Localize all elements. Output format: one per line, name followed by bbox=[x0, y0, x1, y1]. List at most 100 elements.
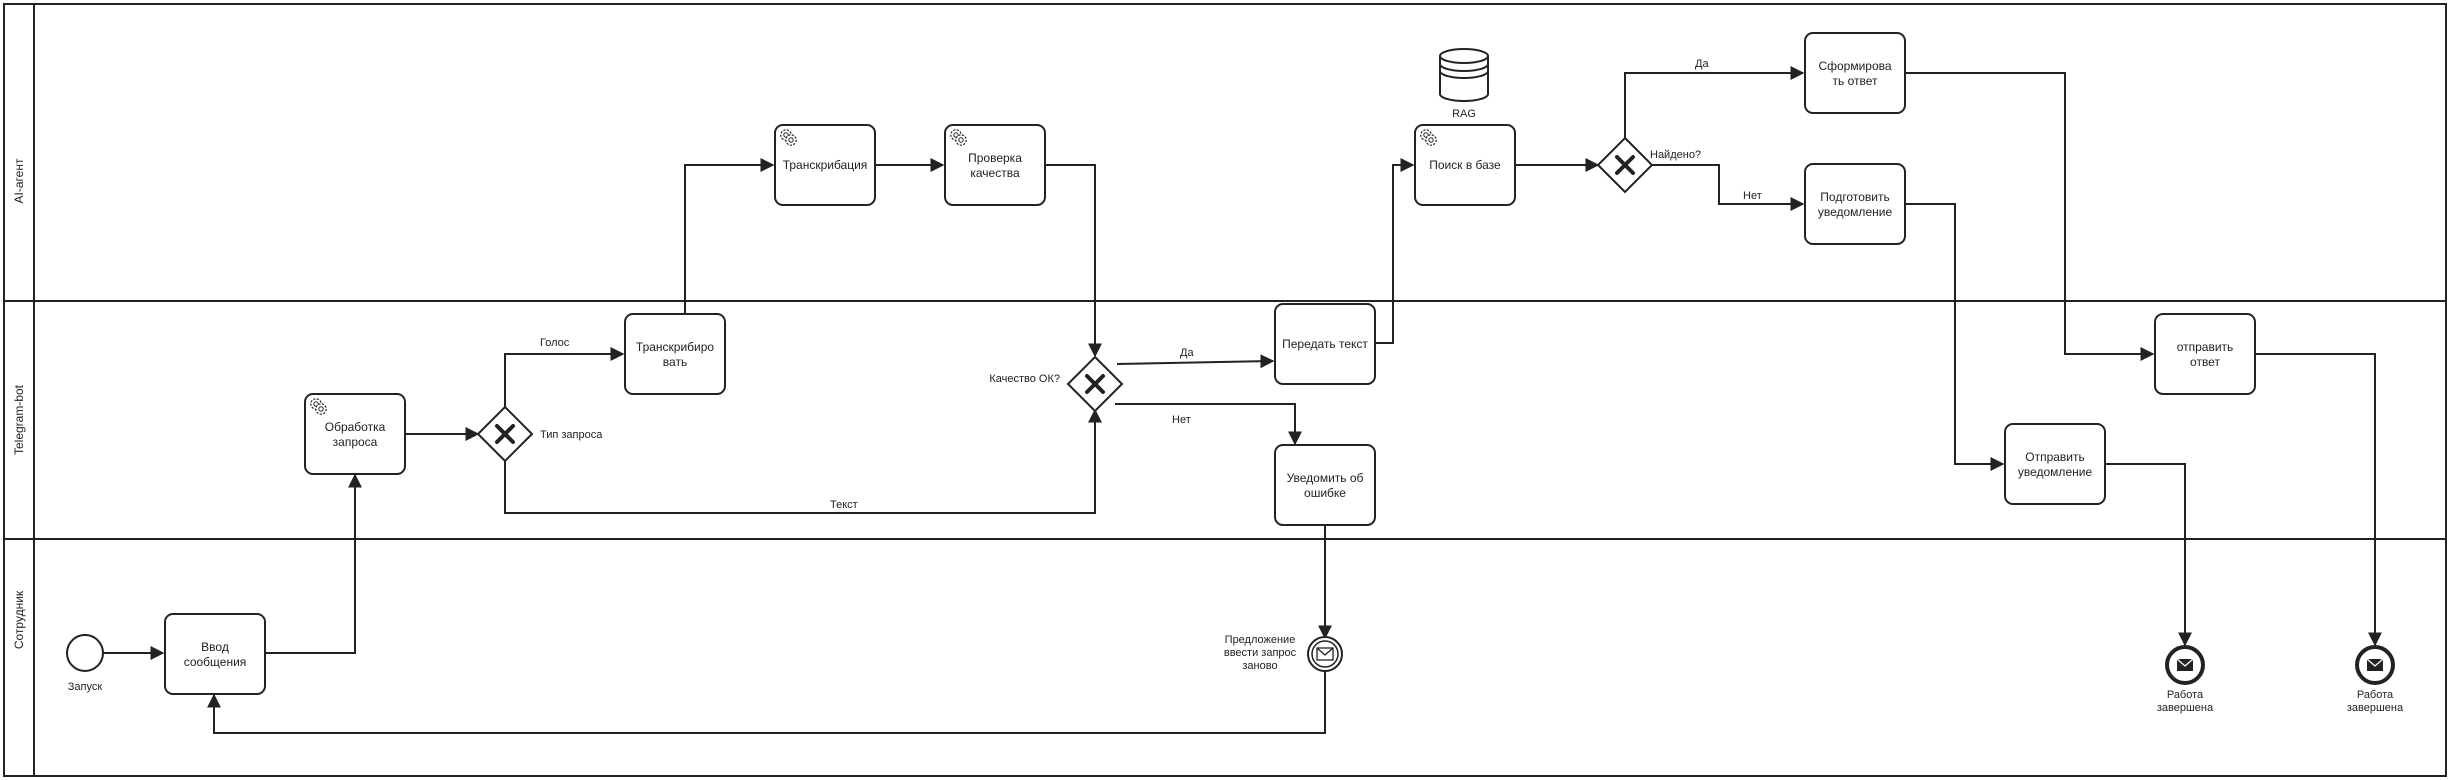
intermediate-event-label-line-1: Предложение bbox=[1225, 634, 1296, 646]
task-peredat-line-1: Передать текст bbox=[1282, 337, 1368, 351]
end-event-1[interactable] bbox=[2165, 645, 2205, 685]
flow-label-net-quality: Нет bbox=[1172, 414, 1191, 426]
envelope-icon bbox=[2366, 658, 2384, 671]
svg-text:Передать текст: Передать текст bbox=[1282, 337, 1368, 351]
task-transkribaciya-line-1: Транскрибация bbox=[783, 158, 868, 172]
flow-sformirovat-to-otpravit-otvet bbox=[1905, 72, 2155, 361]
data-store-label: RAG bbox=[1452, 108, 1476, 120]
flow-otpravit-uved-to-end1 bbox=[2105, 463, 2192, 647]
gateway-kachestvo-ok[interactable] bbox=[1066, 355, 1124, 413]
intermediate-message-event[interactable] bbox=[1307, 636, 1343, 672]
gateway-naideno-label: Найдено? bbox=[1650, 149, 1701, 161]
flow-transkribirovat-to-transkribaciya bbox=[684, 158, 775, 314]
svg-text:Поиск в базе: Поиск в базе bbox=[1429, 158, 1501, 172]
flow-tekst bbox=[504, 408, 1102, 514]
flow-label-tekst: Текст bbox=[830, 499, 858, 511]
end-event-2-line-2: завершена bbox=[2347, 702, 2404, 714]
lane-ai-agent: AI-агент bbox=[12, 158, 26, 203]
task-vvod-line-2: сообщения bbox=[184, 655, 247, 669]
flow-vvod-to-obrabotka bbox=[265, 473, 362, 654]
task-sformirovat-line-1: Сформирова bbox=[1818, 59, 1891, 73]
intermediate-event-label-line-3: заново bbox=[1242, 660, 1277, 672]
flow-label-net-found: Нет bbox=[1743, 190, 1762, 202]
lane-telegram-bot: Telegram-bot bbox=[12, 384, 26, 455]
sequence-flows bbox=[103, 66, 2382, 734]
exclusive-x-icon bbox=[495, 424, 515, 444]
task-uvedomit-line-1: Уведомить об bbox=[1287, 471, 1364, 485]
gateway-naideno[interactable] bbox=[1596, 136, 1654, 194]
svg-text:Транскрибация: Транскрибация bbox=[783, 158, 868, 172]
flow-da-peredat bbox=[1116, 354, 1275, 369]
task-uvedomit-line-2: ошибке bbox=[1304, 486, 1346, 500]
exclusive-x-icon bbox=[1085, 374, 1105, 394]
flow-label-da-quality: Да bbox=[1180, 347, 1194, 359]
flow-label-da-found: Да bbox=[1695, 58, 1709, 70]
task-podgotovit-line-1: Подготовить bbox=[1820, 190, 1889, 204]
task-poisk-line-1: Поиск в базе bbox=[1429, 158, 1501, 172]
task-peredat-tekst[interactable]: Передать текст bbox=[1274, 303, 1376, 385]
intermediate-event-label-line-2: ввести запрос bbox=[1224, 647, 1297, 659]
start-event-label: Запуск bbox=[68, 681, 103, 693]
database-icon bbox=[1439, 48, 1489, 102]
end-event-1-line-2: завершена bbox=[2157, 702, 2214, 714]
end-event-1-line-1: Работа bbox=[2167, 689, 2204, 701]
task-transkribaciya[interactable]: Транскрибация bbox=[774, 124, 876, 206]
task-otpravit-otvet-line-1: отправить bbox=[2177, 340, 2234, 354]
flow-proverka-to-gateway bbox=[1045, 164, 1102, 358]
task-obrabotka-line-2: запроса bbox=[333, 435, 378, 449]
task-sformirovat-line-2: ть ответ bbox=[1833, 74, 1879, 88]
data-store-rag[interactable] bbox=[1439, 48, 1489, 102]
envelope-icon bbox=[2176, 658, 2194, 671]
flow-otpravit-otvet-to-end2 bbox=[2255, 353, 2382, 647]
task-transkribirovat-line-2: вать bbox=[663, 355, 687, 369]
gateway-tip-zaprosa[interactable] bbox=[476, 405, 534, 463]
start-event[interactable] bbox=[66, 634, 104, 672]
flow-peredat-to-poisk bbox=[1375, 158, 1415, 344]
gateway-kachestvo-label: Качество ОК? bbox=[989, 373, 1060, 385]
flow-da-sformirovat bbox=[1624, 66, 1805, 138]
task-transkribirovat-line-1: Транскрибиро bbox=[636, 340, 715, 354]
task-proverka-line-1: Проверка bbox=[968, 151, 1022, 165]
envelope-icon bbox=[1316, 647, 1334, 661]
flow-net-uvedomit bbox=[1115, 403, 1302, 446]
flow-label-golos: Голос bbox=[540, 337, 570, 349]
end-event-2-line-1: Работа bbox=[2357, 689, 2394, 701]
exclusive-x-icon bbox=[1615, 155, 1635, 175]
gateway-tip-label: Тип запроса bbox=[540, 429, 603, 441]
flow-message-to-vvod bbox=[207, 670, 1326, 734]
task-otpravit-uved-line-2: уведомление bbox=[2018, 465, 2093, 479]
flow-golos bbox=[504, 347, 625, 407]
end-event-2[interactable] bbox=[2355, 645, 2395, 685]
task-poisk-v-baze[interactable]: Поиск в базе bbox=[1414, 124, 1516, 206]
task-otpravit-uved-line-1: Отправить bbox=[2025, 450, 2085, 464]
lane-employee: Сотрудник bbox=[12, 590, 26, 649]
task-vvod-line-1: Ввод bbox=[201, 640, 229, 654]
pool bbox=[3, 3, 2447, 777]
task-proverka-line-2: качества bbox=[970, 166, 1020, 180]
task-podgotovit-line-2: уведомление bbox=[1818, 205, 1893, 219]
flow-net-podgotovit bbox=[1652, 164, 1805, 211]
task-obrabotka-line-1: Обработка bbox=[325, 420, 386, 434]
task-otpravit-otvet-line-2: ответ bbox=[2190, 355, 2220, 369]
